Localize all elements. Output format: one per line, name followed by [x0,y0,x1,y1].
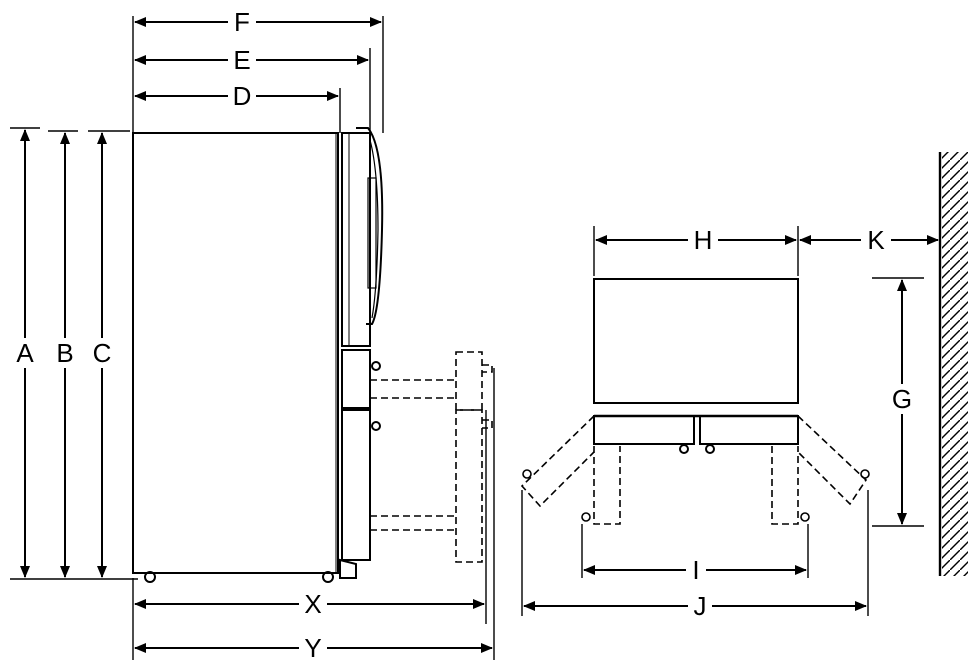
label-H: H [694,225,713,255]
right-door-closed [699,415,799,445]
middle-drawer [341,349,371,409]
label-D: D [233,81,252,111]
label-F: F [234,7,250,37]
label-E: E [233,45,250,75]
label-X: X [304,589,321,619]
rear-foot [144,571,156,583]
label-Y: Y [304,633,321,663]
label-J: J [694,591,707,621]
label-B: B [56,338,73,368]
bottom-drawer [341,409,371,561]
top-view [520,152,968,616]
door-handle [356,127,384,325]
label-I: I [692,555,699,585]
drawer-open-outline [370,351,493,563]
front-foot [322,571,334,583]
dimension-labels: F E D A B C X Y H K G I J [12,7,917,664]
label-G: G [892,384,912,414]
cabinet-top [593,278,799,404]
cabinet-body [132,132,339,574]
label-A: A [16,338,34,368]
wall-hatch [942,152,968,576]
label-C: C [93,338,112,368]
label-K: K [867,225,885,255]
fridge-door [341,132,371,347]
left-door-closed [593,415,695,445]
side-view [10,16,495,660]
door-swing-outline [520,415,868,525]
